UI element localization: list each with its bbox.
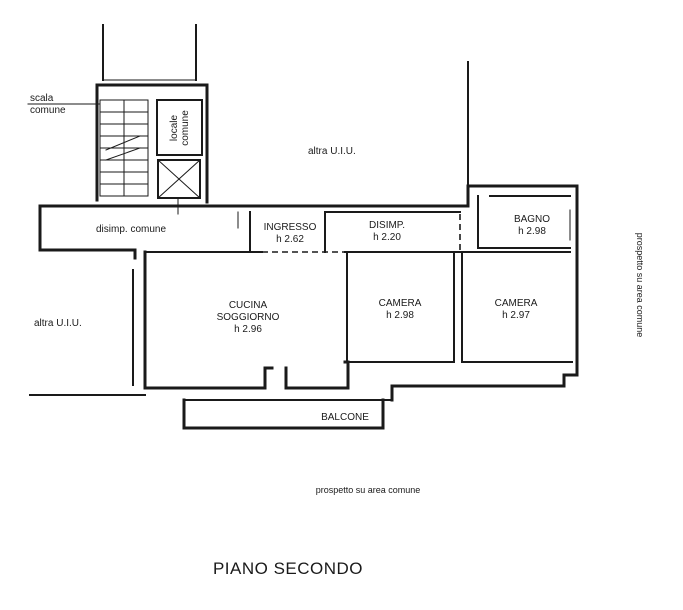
altra-uiu-top-label: altra U.I.U. bbox=[308, 146, 356, 157]
balcone-label: BALCONE bbox=[321, 412, 369, 423]
stair-block bbox=[95, 24, 209, 215]
room-ingresso-height: h 2.62 bbox=[276, 234, 304, 245]
prospetto-bottom-label: prospetto su area comune bbox=[316, 485, 421, 495]
scala-label: scala bbox=[30, 93, 54, 104]
room-camera1-height: h 2.98 bbox=[386, 310, 414, 321]
room-bagno-height: h 2.98 bbox=[518, 226, 546, 237]
apartment-walls bbox=[143, 61, 579, 402]
room-camera2-height: h 2.97 bbox=[502, 310, 530, 321]
room-disimp-height: h 2.20 bbox=[373, 232, 401, 243]
room-bagno-name: BAGNO bbox=[514, 214, 550, 225]
locale-comune-sub-label: comune bbox=[180, 110, 191, 146]
prospetto-right-label: prospetto su area comune bbox=[635, 233, 645, 338]
altra-uiu-left-label: altra U.I.U. bbox=[34, 318, 82, 329]
room-disimp-name: DISIMP. bbox=[369, 220, 405, 231]
room-camera2-name: CAMERA bbox=[495, 298, 538, 309]
room-camera1-name: CAMERA bbox=[379, 298, 422, 309]
locale-comune-label: locale comune bbox=[169, 110, 191, 146]
room-ingresso-name: INGRESSO bbox=[264, 222, 317, 233]
room-soggiorno-name: SOGGIORNO bbox=[217, 312, 280, 323]
common-corridor bbox=[38, 204, 250, 260]
disimp-comune-label: disimp. comune bbox=[96, 224, 166, 235]
balcony bbox=[182, 398, 393, 430]
floor-title: PIANO SECONDO bbox=[213, 559, 363, 578]
scala-comune-label: comune bbox=[30, 105, 66, 116]
locale-label: locale bbox=[169, 115, 180, 142]
neighbour-walls bbox=[29, 269, 146, 396]
interior-walls bbox=[249, 195, 573, 363]
room-cucina-height: h 2.96 bbox=[234, 324, 262, 335]
room-cucina-name: CUCINA bbox=[229, 300, 268, 311]
